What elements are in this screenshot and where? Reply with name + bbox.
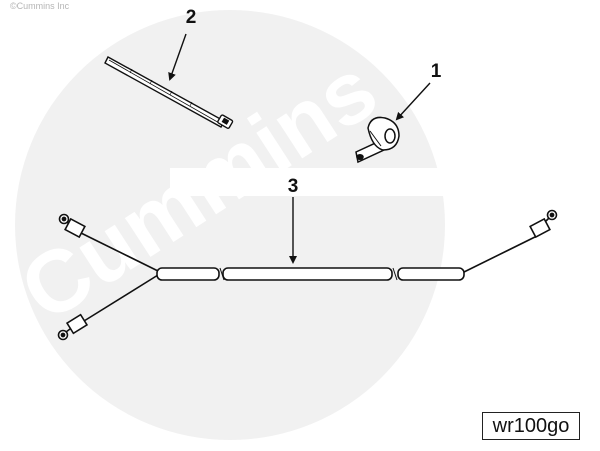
- cable-tie: [104, 56, 234, 129]
- figure-id-label: wr100go: [482, 412, 580, 440]
- wiring-harness: [57, 209, 558, 341]
- callout-1: 1: [431, 61, 442, 82]
- leader-arrow-1: [395, 82, 431, 121]
- callout-2: 2: [186, 7, 197, 28]
- p-clamp: [355, 116, 400, 164]
- watermark: Cummins: [3, 10, 460, 440]
- copyright-text: ©Cummins Inc: [10, 1, 70, 11]
- leader-arrow-2: [168, 33, 187, 81]
- callout-3: 3: [288, 176, 299, 197]
- leader-arrows: [168, 33, 431, 264]
